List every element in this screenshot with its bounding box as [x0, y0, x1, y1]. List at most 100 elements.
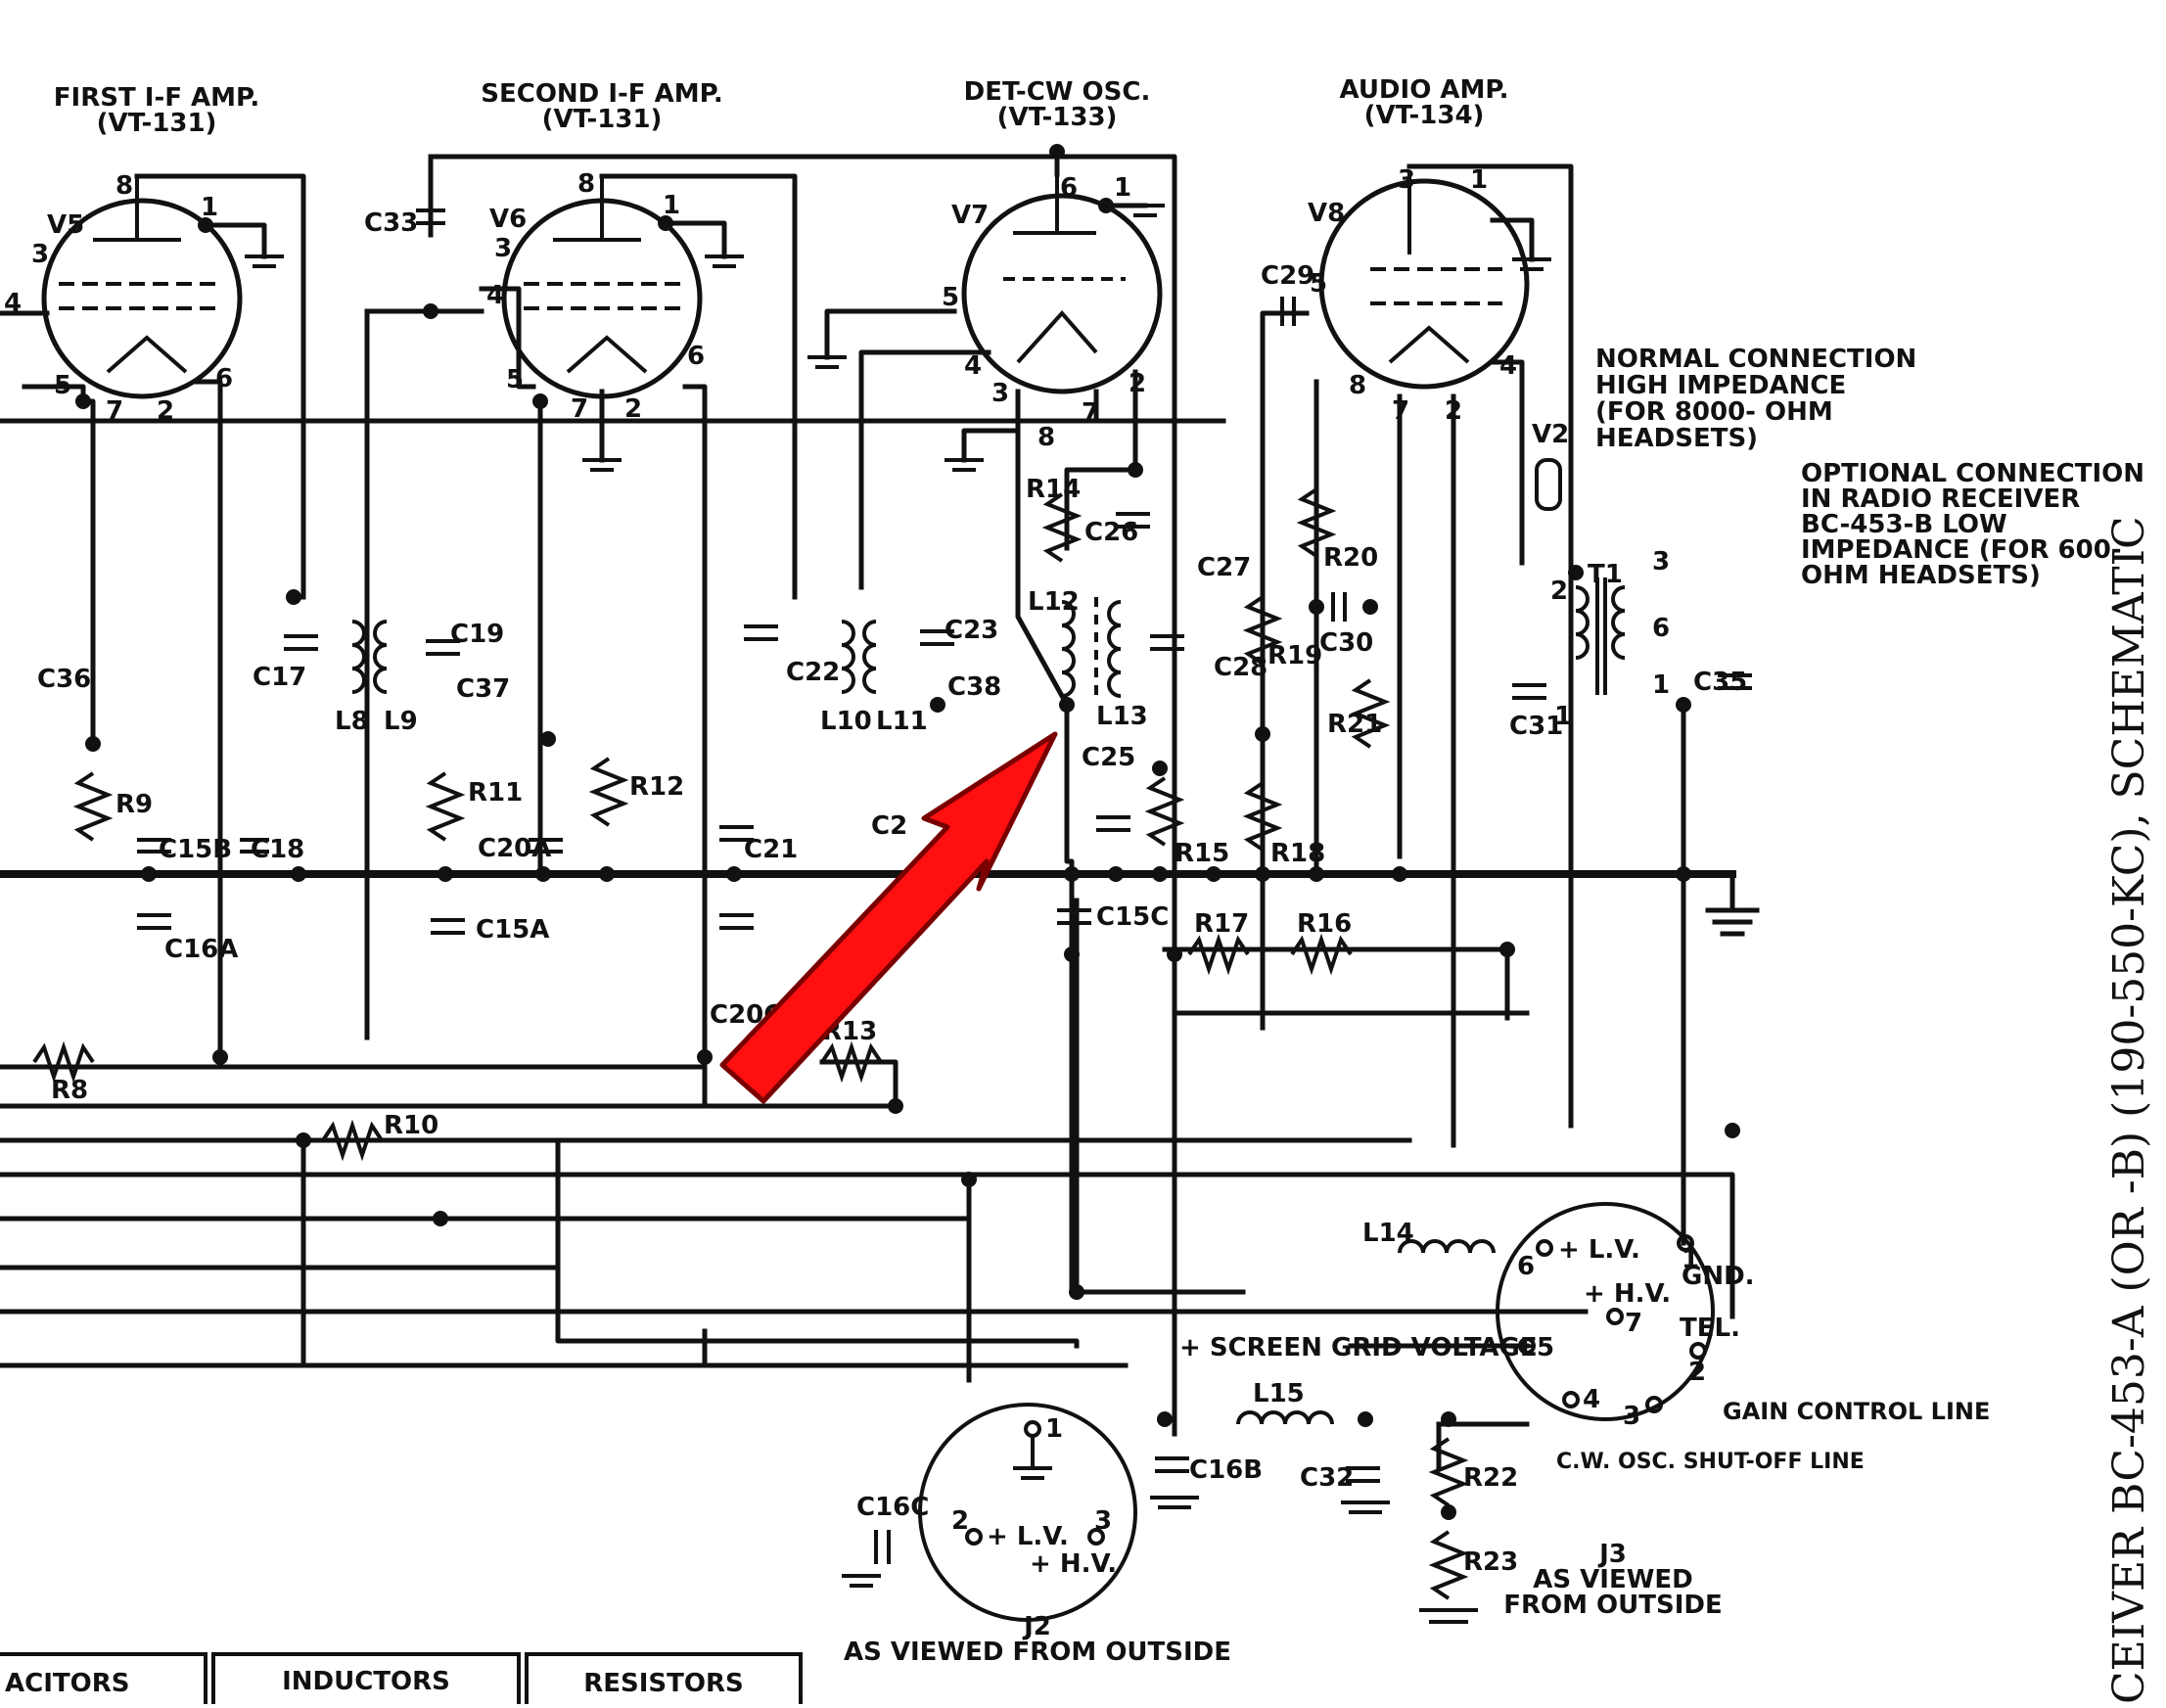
svg-text:6: 6 [687, 342, 705, 371]
svg-text:7: 7 [571, 394, 588, 424]
svg-text:5: 5 [942, 283, 959, 312]
tube-title-v6: SECOND I-F AMP. (VT-131) [481, 79, 723, 134]
svg-text:C20A: C20A [478, 834, 551, 863]
svg-text:AS VIEWED: AS VIEWED [1533, 1565, 1692, 1594]
svg-text:HIGH IMPEDANCE: HIGH IMPEDANCE [1595, 371, 1846, 400]
svg-text:3: 3 [1623, 1402, 1640, 1431]
svg-text:C38: C38 [947, 672, 1001, 702]
tube-v7: V7 6 1 5 4 3 7 2 8 [942, 173, 1163, 452]
svg-text:+ L.V.: + L.V. [987, 1522, 1069, 1551]
svg-text:C28: C28 [1214, 653, 1267, 682]
svg-text:IN RADIO RECEIVER: IN RADIO RECEIVER [1801, 485, 2080, 514]
tube-title-v5: FIRST I-F AMP. (VT-131) [54, 83, 259, 138]
svg-text:5: 5 [1310, 269, 1327, 299]
cw-osc-shutoff-label: C.W. OSC. SHUT-OFF LINE [1556, 1450, 1865, 1474]
svg-text:4: 4 [1583, 1385, 1600, 1414]
svg-text:R8: R8 [51, 1076, 88, 1105]
tube-v8: V8 3 1 5 8 7 2 4 [1308, 165, 1530, 426]
svg-text:3: 3 [991, 379, 1009, 408]
svg-text:1: 1 [1554, 702, 1572, 731]
svg-text:(VT-131): (VT-131) [542, 105, 663, 134]
svg-text:R15: R15 [1175, 839, 1229, 868]
svg-text:C18: C18 [251, 835, 304, 864]
svg-text:L8: L8 [335, 707, 369, 736]
svg-text:C15B: C15B [159, 835, 232, 864]
svg-text:GND.: GND. [1682, 1262, 1755, 1291]
tube-title-v8: AUDIO AMP. (VT-134) [1340, 75, 1509, 130]
svg-text:+ H.V.: + H.V. [1584, 1279, 1671, 1309]
svg-text:TEL.: TEL. [1680, 1314, 1740, 1343]
svg-text:C2: C2 [871, 811, 907, 841]
svg-text:C35: C35 [1693, 668, 1747, 697]
svg-text:C16C: C16C [856, 1493, 929, 1522]
svg-text:2: 2 [624, 394, 642, 424]
svg-text:C36: C36 [37, 665, 91, 694]
svg-text:T1: T1 [1588, 560, 1623, 589]
svg-text:C16B: C16B [1189, 1455, 1263, 1485]
svg-text:8: 8 [577, 169, 595, 199]
ground-symbols [245, 204, 1551, 1624]
svg-text:8: 8 [1037, 423, 1055, 452]
svg-text:L9: L9 [384, 707, 418, 736]
svg-text:C19: C19 [450, 620, 504, 649]
svg-text:R20: R20 [1323, 543, 1378, 573]
svg-text:R18: R18 [1270, 839, 1325, 868]
svg-text:C33: C33 [364, 208, 418, 238]
svg-text:C27: C27 [1197, 553, 1251, 582]
svg-text:FROM OUTSIDE: FROM OUTSIDE [1503, 1591, 1723, 1620]
svg-text:2: 2 [1550, 577, 1568, 606]
side-title: CEIVER BC-453-A (OR -B) (190-550-KC), SC… [2104, 516, 2154, 1704]
svg-text:1: 1 [663, 191, 680, 220]
svg-text:C26: C26 [1084, 518, 1138, 547]
svg-text:AUDIO AMP.: AUDIO AMP. [1340, 75, 1509, 105]
svg-text:3: 3 [1398, 165, 1415, 195]
legend-capacitors: ACITORS [5, 1669, 129, 1698]
svg-text:1: 1 [1045, 1414, 1063, 1444]
svg-text:R17: R17 [1194, 909, 1249, 939]
svg-text:6: 6 [1060, 173, 1078, 203]
tube-v5: V5 8 1 3 4 5 7 2 6 [4, 171, 243, 426]
svg-text:OHM HEADSETS): OHM HEADSETS) [1801, 561, 2041, 590]
svg-text:+ H.V.: + H.V. [1030, 1549, 1117, 1579]
note-optional-connection: OPTIONAL CONNECTION IN RADIO RECEIVER BC… [1801, 459, 2144, 590]
svg-text:C30: C30 [1319, 628, 1373, 658]
svg-text:R21: R21 [1327, 710, 1382, 739]
svg-text:BC-453-B LOW: BC-453-B LOW [1801, 510, 2007, 539]
svg-text:R23: R23 [1463, 1547, 1518, 1577]
connector-j3: 6 + L.V. 7 + H.V. 1 GND. 2 TEL. 5 4 3 C.… [1496, 1202, 1990, 1620]
svg-text:L14: L14 [1362, 1219, 1414, 1248]
svg-text:L10: L10 [820, 707, 872, 736]
tube-title-v7: DET-CW OSC. (VT-133) [964, 77, 1151, 132]
svg-text:L11: L11 [876, 707, 928, 736]
svg-text:V7: V7 [951, 201, 989, 230]
svg-text:5: 5 [1537, 1333, 1554, 1362]
svg-text:R11: R11 [468, 778, 523, 808]
tube-v6: V6 8 1 3 4 5 7 2 6 [486, 169, 705, 424]
svg-text:C22: C22 [786, 658, 840, 687]
svg-text:4: 4 [964, 351, 982, 381]
svg-text:3: 3 [494, 234, 512, 263]
svg-text:SECOND I-F AMP.: SECOND I-F AMP. [481, 79, 723, 109]
svg-text:C32: C32 [1300, 1463, 1354, 1493]
svg-text:L12: L12 [1028, 587, 1080, 617]
svg-text:FIRST I-F AMP.: FIRST I-F AMP. [54, 83, 259, 113]
junctions [75, 144, 1740, 1520]
legend-table: ACITORS INDUCTORS RESISTORS [0, 1652, 803, 1708]
svg-text:AS VIEWED FROM OUTSIDE: AS VIEWED FROM OUTSIDE [844, 1638, 1231, 1667]
svg-text:R14: R14 [1026, 475, 1081, 504]
svg-text:4: 4 [1499, 351, 1517, 381]
svg-text:2: 2 [1688, 1358, 1706, 1387]
red-arrow-annotation [719, 731, 1058, 1104]
svg-text:C37: C37 [456, 674, 510, 704]
svg-text:(VT-133): (VT-133) [997, 103, 1118, 132]
note-normal-connection: NORMAL CONNECTION HIGH IMPEDANCE (FOR 80… [1595, 345, 1916, 453]
svg-text:(VT-134): (VT-134) [1364, 101, 1485, 130]
svg-text:7: 7 [1625, 1309, 1642, 1338]
svg-text:3: 3 [31, 240, 49, 269]
svg-text:4: 4 [486, 281, 504, 310]
svg-text:HEADSETS): HEADSETS) [1595, 424, 1758, 453]
svg-text:NORMAL CONNECTION: NORMAL CONNECTION [1595, 345, 1916, 374]
svg-text:1: 1 [1682, 1245, 1699, 1274]
